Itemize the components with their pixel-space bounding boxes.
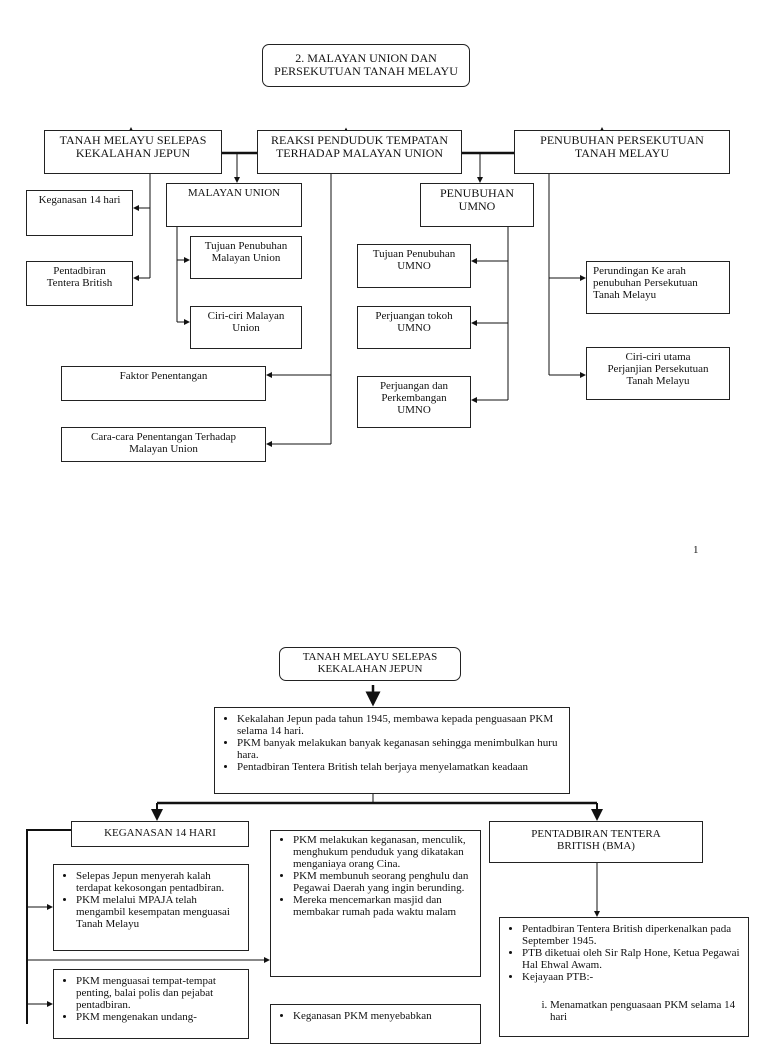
box-reaksi: REAKSI PENDUDUK TEMPATAN TERHADAP MALAYA… xyxy=(257,130,462,174)
box-text: KEKALAHAN JEPUN xyxy=(75,146,191,160)
box-text: Perkembangan xyxy=(381,392,447,404)
box-text: Perjanjian Persekutuan xyxy=(607,363,709,375)
box-penubuhan-umno: PENUBUHAN UMNO xyxy=(420,183,534,227)
bullet: PKM membunuh seorang penghulu dan Pegawa… xyxy=(293,870,476,894)
box-cara: Cara-cara Penentangan Terhadap Malayan U… xyxy=(61,427,266,462)
bullet: PKM melakukan keganasan, menculik, mengh… xyxy=(293,834,476,870)
box-perundingan: Perundingan Ke arah penubuhan Persekutua… xyxy=(586,261,730,314)
box-text: Tujuan Penubuhan xyxy=(372,248,456,260)
box-text: MALAYAN UNION xyxy=(187,187,281,199)
box-text: Ciri-ciri Malayan xyxy=(207,310,285,322)
box-text: Tentera British xyxy=(46,277,113,289)
numbered-item: Menamatkan penguasaan PKM selama 14 hari xyxy=(550,999,744,1023)
mid-box-1: PKM melakukan keganasan, menculik, mengh… xyxy=(270,830,481,977)
bullet: PKM banyak melakukan banyak keganasan se… xyxy=(237,737,565,761)
box-text: PENUBUHAN PERSEKUTUAN xyxy=(540,133,704,147)
box-text: UMNO xyxy=(397,404,431,416)
title-line: KEKALAHAN JEPUN xyxy=(317,663,423,675)
box-tujuan-umno: Tujuan Penubuhan UMNO xyxy=(357,244,471,288)
bullet: Kejayaan PTB:- xyxy=(522,971,744,983)
box-perjuangan-tokoh: Perjuangan tokoh UMNO xyxy=(357,306,471,349)
bullet: Mereka mencemarkan masjid dan membakar r… xyxy=(293,894,476,918)
box-text: Tujuan Penubuhan xyxy=(204,240,288,252)
box-tanah-melayu: TANAH MELAYU SELEPAS KEKALAHAN JEPUN xyxy=(44,130,222,174)
bullet: Pentadbiran Tentera British telah berjay… xyxy=(237,761,565,773)
page-number: 1 xyxy=(693,544,699,556)
box-pentadbiran: Pentadbiran Tentera British xyxy=(26,261,133,306)
box-text: TANAH MELAYU SELEPAS xyxy=(59,133,207,147)
box-text: Perjuangan dan xyxy=(379,380,449,392)
bullet: Kekalahan Jepun pada tahun 1945, membawa… xyxy=(237,713,565,737)
box-tujuan-mu: Tujuan Penubuhan Malayan Union xyxy=(190,236,302,279)
box-text: PENTADBIRAN TENTERA xyxy=(531,828,661,840)
bma-box: Pentadbiran Tentera British diperkenalka… xyxy=(499,917,749,1037)
box-text: Union xyxy=(232,322,260,334)
box-text: UMNO xyxy=(397,322,431,334)
title-line: TANAH MELAYU SELEPAS xyxy=(302,651,438,663)
box-text: BRITISH (BMA) xyxy=(557,840,635,852)
left-box-1: Selepas Jepun menyerah kalah terdapat ke… xyxy=(53,864,249,951)
box-text: TERHADAP MALAYAN UNION xyxy=(275,146,444,160)
box-ciri-mu: Ciri-ciri Malayan Union xyxy=(190,306,302,349)
box-text: TANAH MELAYU xyxy=(574,146,670,160)
bullet: PKM menguasai tempat-tempat penting, bal… xyxy=(76,975,244,1011)
box-keganasan-14-hari: KEGANASAN 14 HARI xyxy=(71,821,249,847)
box-ciri-utama: Ciri-ciri utama Perjanjian Persekutuan T… xyxy=(586,347,730,400)
title-line: PERSEKUTUAN TANAH MELAYU xyxy=(274,64,458,78)
page1-title-box: 2. MALAYAN UNION DAN PERSEKUTUAN TANAH M… xyxy=(262,44,470,87)
box-text: Faktor Penentangan xyxy=(119,370,208,382)
box-text: PENUBUHAN xyxy=(439,186,514,200)
box-bma: PENTADBIRAN TENTERA BRITISH (BMA) xyxy=(489,821,703,863)
box-text: KEGANASAN 14 HARI xyxy=(104,827,216,839)
bullet: PKM melalui MPAJA telah mengambil kesemp… xyxy=(76,894,244,930)
box-text: Tanah Melayu xyxy=(626,375,690,387)
box-malayan-union: MALAYAN UNION xyxy=(166,183,302,227)
box-text: Pentadbiran xyxy=(53,265,106,277)
bullet: PKM mengenakan undang- xyxy=(76,1011,244,1023)
bullet: Selepas Jepun menyerah kalah terdapat ke… xyxy=(76,870,244,894)
mid-box-2: Keganasan PKM menyebabkan xyxy=(270,1004,481,1044)
box-text: Ciri-ciri utama xyxy=(625,351,691,363)
box-text: Keganasan 14 hari xyxy=(38,194,121,206)
bullet: Pentadbiran Tentera British diperkenalka… xyxy=(522,923,744,947)
box-faktor: Faktor Penentangan xyxy=(61,366,266,401)
box-perjuangan-perkembangan: Perjuangan dan Perkembangan UMNO xyxy=(357,376,471,428)
box-text: Malayan Union xyxy=(129,443,198,455)
box-text: Tanah Melayu xyxy=(593,289,657,301)
box-text: UMNO xyxy=(397,260,431,272)
box-text: Perjuangan tokoh xyxy=(375,310,453,322)
box-text: Perundingan Ke arah xyxy=(593,265,686,277)
left-box-2: PKM menguasai tempat-tempat penting, bal… xyxy=(53,969,249,1039)
box-penubuhan-persekutuan: PENUBUHAN PERSEKUTUAN TANAH MELAYU xyxy=(514,130,730,174)
summary-box: Kekalahan Jepun pada tahun 1945, membawa… xyxy=(214,707,570,794)
box-text: Malayan Union xyxy=(211,252,281,264)
title-line: 2. MALAYAN UNION DAN xyxy=(295,51,437,65)
box-keganasan: Keganasan 14 hari xyxy=(26,190,133,236)
box-text: Cara-cara Penentangan Terhadap xyxy=(90,431,236,443)
page2-title-box: TANAH MELAYU SELEPAS KEKALAHAN JEPUN xyxy=(279,647,461,681)
box-text: REAKSI PENDUDUK TEMPATAN xyxy=(270,133,449,147)
box-text: penubuhan Persekutuan xyxy=(593,277,698,289)
box-text: UMNO xyxy=(458,199,496,213)
bullet: Keganasan PKM menyebabkan xyxy=(293,1010,476,1022)
bullet: PTB diketuai oleh Sir Ralp Hone, Ketua P… xyxy=(522,947,744,971)
